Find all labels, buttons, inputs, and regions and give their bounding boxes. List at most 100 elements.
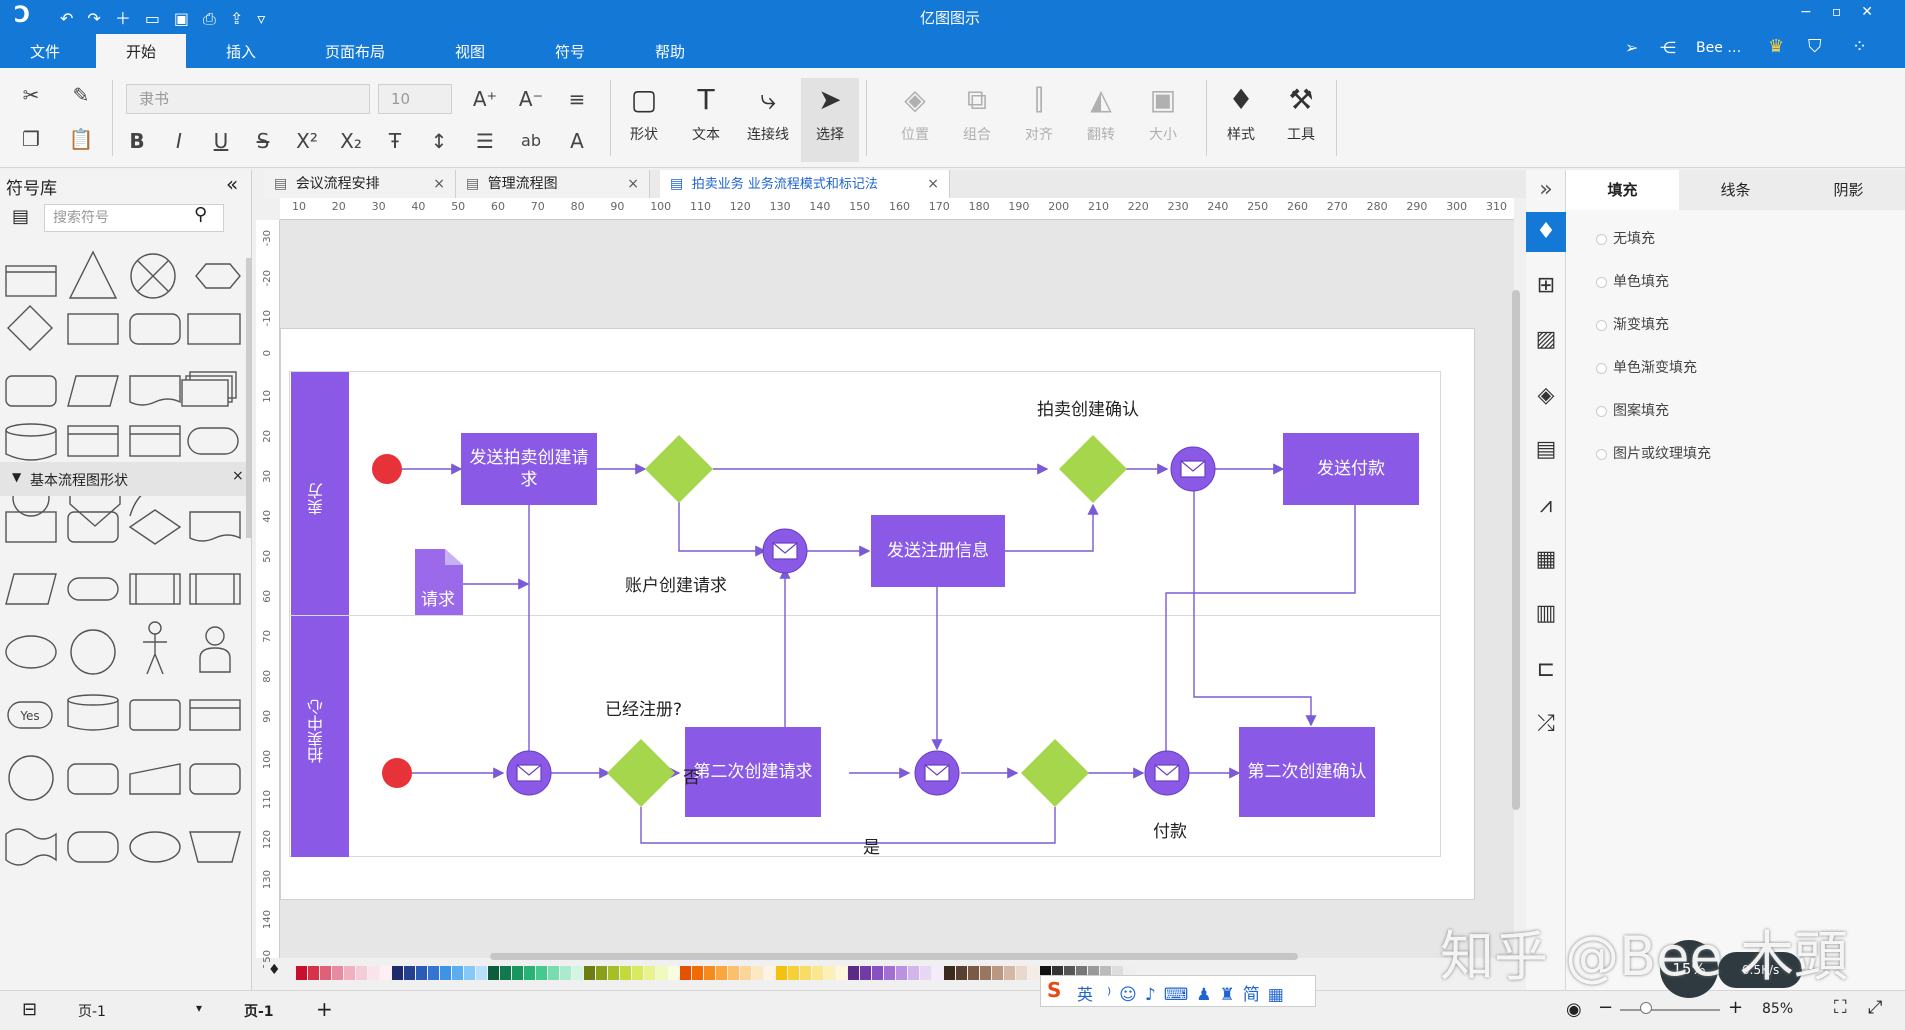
play-icon[interactable]: ◉ [1566,999,1582,1020]
chevron-down-icon[interactable]: ▾ [196,1001,203,1015]
color-swatch[interactable] [956,966,967,980]
color-swatch[interactable] [404,966,415,980]
color-swatch[interactable] [620,966,631,980]
page-panel-icon[interactable]: ⊟ [22,999,38,1020]
lane-header-auction-center[interactable] [291,616,349,857]
option-picture-fill[interactable]: 图片或纹理填充 [1596,443,1711,463]
line-spacing-icon[interactable]: ↕ [430,129,448,153]
color-swatch[interactable] [920,966,931,980]
apps-icon[interactable]: ⁘ [1852,36,1868,57]
task-send-payment[interactable]: 发送付款 [1283,433,1419,505]
color-swatch[interactable] [1088,966,1099,980]
color-swatch[interactable] [776,966,787,980]
text-case-icon[interactable]: ab [521,131,541,150]
subscript-icon[interactable]: X₂ [340,129,362,153]
color-swatch[interactable] [860,966,871,980]
option-single-gradient-fill[interactable]: 单色渐变填充 [1596,357,1697,377]
chart-icon[interactable]: ⩘ [1539,493,1553,518]
color-swatch[interactable] [692,966,703,980]
color-swatch[interactable] [428,966,439,980]
tab-meeting-flow[interactable]: ▤ 会议流程安排 × [264,170,456,198]
shuffle-icon[interactable]: ⤮ [1537,711,1555,736]
menu-page-layout[interactable]: 页面布局 [324,43,385,61]
task-send-register-info[interactable]: 发送注册信息 [871,515,1005,587]
color-swatch[interactable] [980,966,991,980]
fill-icon[interactable]: ♦ [1526,212,1566,252]
fullscreen-icon[interactable]: ⤢ [1868,997,1883,1018]
shirt-icon[interactable]: ⛉ [1808,36,1822,57]
underline-icon[interactable]: U [213,129,229,153]
color-swatch[interactable] [896,966,907,980]
menu-insert[interactable]: 插入 [225,43,256,61]
add-page-icon[interactable]: + [316,997,333,1021]
tab-shadow[interactable]: 阴影 [1792,170,1905,210]
option-solid-fill[interactable]: 单色填充 [1596,271,1669,291]
color-swatch[interactable] [356,966,367,980]
share-icon[interactable]: ⋲ [1660,38,1676,57]
copy-icon[interactable]: ❐ [22,127,40,151]
vertical-scrollbar[interactable] [1512,290,1520,810]
text-format-icon[interactable]: Ŧ [388,129,402,153]
collapse-icon[interactable]: « [226,172,239,196]
pool[interactable] [289,371,1441,857]
task-second-create-confirm[interactable]: 第二次创建确认 [1239,727,1375,817]
color-swatch[interactable] [716,966,727,980]
color-swatch[interactable] [1076,966,1087,980]
symbol-search-input[interactable]: 搜索符号 [44,204,224,232]
crown-icon[interactable]: ♛ [1768,36,1785,57]
color-swatch[interactable] [728,966,739,980]
color-swatch[interactable] [1004,966,1015,980]
color-swatch[interactable] [296,966,307,980]
swatch-row[interactable] [296,966,1136,980]
color-swatch[interactable] [488,966,499,980]
font-shrink-icon[interactable]: A⁻ [518,87,544,111]
task-send-create-request[interactable]: 发送拍卖创建请求 [461,433,597,505]
option-pattern-fill[interactable]: 图案填充 [1596,400,1669,420]
size-button[interactable]: ▣大小 [1134,78,1192,162]
color-swatch[interactable] [560,966,571,980]
color-swatch[interactable] [884,966,895,980]
position-button[interactable]: ◈位置 [886,78,944,162]
group-button[interactable]: ⧉组合 [948,78,1006,162]
color-swatch[interactable] [380,966,391,980]
tools-button[interactable]: ⚒工具 [1272,78,1330,162]
color-swatch[interactable] [308,966,319,980]
color-swatch[interactable] [1064,966,1075,980]
color-swatch[interactable] [836,966,847,980]
table-icon[interactable]: ▦ [1535,547,1557,572]
lane-header-seller[interactable] [291,372,349,615]
format-icon[interactable]: ⊏ [1536,657,1556,682]
italic-icon[interactable]: I [176,129,182,153]
color-swatch[interactable] [1052,966,1063,980]
zoom-thumb[interactable] [1640,1002,1652,1014]
text-align-icon[interactable]: ≡ [568,87,586,111]
font-name-select[interactable]: 隶书 [126,84,370,114]
color-swatch[interactable] [812,966,823,980]
page-tab[interactable]: 页-1 [244,1004,274,1020]
color-swatch[interactable] [320,966,331,980]
color-swatch[interactable] [668,966,679,980]
option-gradient-fill[interactable]: 渐变填充 [1596,314,1669,334]
color-swatch[interactable] [752,966,763,980]
send-icon[interactable]: ➢ [1625,38,1639,57]
color-swatch[interactable] [944,966,955,980]
color-swatch[interactable] [1124,966,1135,980]
page-selector[interactable]: 页-1 [78,1004,106,1020]
tab-line[interactable]: 线条 [1679,170,1792,210]
color-swatch[interactable] [800,966,811,980]
color-swatch[interactable] [524,966,535,980]
layout-icon[interactable]: ▥ [1535,601,1557,626]
section-header[interactable]: ▼ 基本流程图形状 × [0,462,246,496]
color-palette[interactable]: ♦ [264,962,1526,984]
close-tab-icon[interactable]: × [927,176,939,192]
color-swatch[interactable] [500,966,511,980]
layers-icon[interactable]: ◈ [1537,383,1555,408]
color-swatch[interactable] [476,966,487,980]
ime-tool-icons[interactable]: ⁾☺♪⌨♟♜简▦ [1107,985,1292,1005]
color-swatch[interactable] [392,966,403,980]
paste-icon[interactable]: 📋 [68,127,94,151]
option-no-fill[interactable]: 无填充 [1596,228,1655,248]
color-swatch[interactable] [932,966,943,980]
color-swatch[interactable] [1040,966,1051,980]
color-swatch[interactable] [872,966,883,980]
